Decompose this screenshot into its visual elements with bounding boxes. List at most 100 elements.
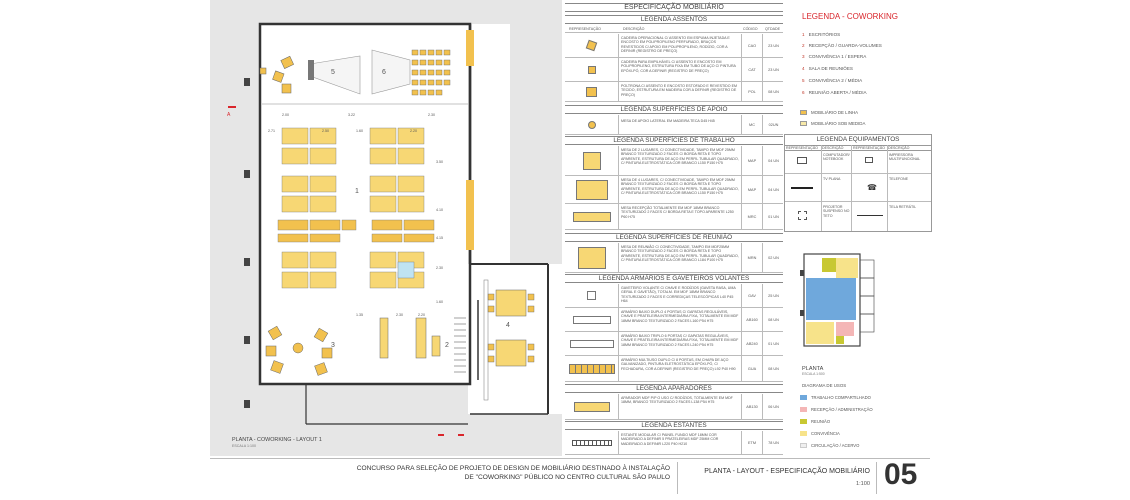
meeting-table-symbol: [577, 246, 606, 269]
armchair-symbol: [586, 86, 597, 97]
grey-area-top: [260, 0, 562, 24]
row-desc: ARMÁRIO BAIXO TRIPLO 6 PORTAS C/ GAPATAS…: [621, 334, 739, 347]
tv-icon: [791, 187, 813, 189]
dim-label: 2.20: [410, 129, 417, 133]
row-qty: 23 UN: [768, 67, 779, 72]
dim-label: 2.30: [436, 266, 443, 270]
header-rep: REPRESENTAÇÃO: [569, 27, 601, 31]
sheet-number: 05: [884, 458, 918, 491]
footer-rule: [210, 458, 930, 459]
header-code: CÓDIGO: [743, 27, 758, 31]
section-marker-label: A: [227, 112, 231, 118]
row-qty: 01 UN: [768, 341, 779, 346]
use-label: RECEPÇÃO / ADMINISTRAÇÃO: [811, 407, 873, 412]
floor-plan: [210, 0, 562, 456]
equip-item: TV PLANA: [823, 177, 841, 181]
locker-symbol: [568, 363, 615, 374]
reception-room-2: [379, 317, 441, 359]
rep-cell: [565, 58, 619, 81]
screen-5: [308, 60, 314, 80]
cabinet-symbol: [572, 315, 611, 324]
projector-icon: [798, 211, 807, 220]
row-code: AB130: [741, 394, 763, 419]
rep-cell: [565, 308, 619, 331]
row-desc: CADEIRA PARA EMPILHÁVEL C/ ASSENTO E ENC…: [621, 60, 736, 73]
section-title-reuniao: LEGENDA SUPERFÍCIES DE REUNIÃO: [565, 233, 783, 242]
row-code: CAO: [741, 34, 763, 57]
row-desc: MESA RECEPÇÃO TOTALMENTE EM MDF 18MM BRA…: [621, 206, 734, 219]
contest-line-1: CONCURSO PARA SELEÇÃO DE PROJETO DE DESI…: [356, 465, 670, 472]
use-label: REUNIÃO: [811, 419, 831, 424]
chair-symbol: [585, 39, 598, 52]
row-code: MC: [741, 115, 763, 134]
row-code: MRC: [741, 204, 763, 229]
rep-cell: [565, 146, 619, 175]
low-cabinets: [277, 219, 435, 243]
row-qty: 08 UN: [768, 366, 779, 371]
row-code: AB240: [741, 332, 763, 355]
dim-label: 2.30: [428, 113, 435, 117]
spec-row: MESA DE 4 LUGARES, C/ CONECTIVIDADE, TAM…: [565, 176, 783, 204]
dim-label: 3.22: [348, 113, 355, 117]
rep-cell: [565, 332, 619, 355]
row-code: MAP: [741, 176, 763, 203]
row-qty: 02UN: [768, 122, 779, 127]
section-title-armarios: LEGENDA ARMÁRIOS E GAVETEIROS VOLANTES: [565, 274, 783, 283]
row-qty: 06 UN: [768, 404, 779, 409]
room-number-1: 1: [355, 188, 359, 195]
row-code: MAP: [741, 146, 763, 175]
shelves: [454, 317, 466, 373]
spec-row: CADEIRA PARA EMPILHÁVEL C/ ASSENTO E ENC…: [565, 58, 783, 82]
footer-divider: [876, 462, 877, 494]
sideboard-symbol: [573, 401, 610, 412]
row-qty: 08 UN: [768, 89, 779, 94]
equip-title: LEGENDA EQUIPAMENTOS: [816, 136, 900, 143]
dim-label: 2.30: [396, 313, 403, 317]
row-code: ETM: [741, 431, 763, 454]
row-code: CAT: [741, 58, 763, 81]
row-qty: 78 UN: [768, 440, 779, 445]
computer-icon: [797, 157, 807, 164]
dim-label: 2.00: [282, 113, 289, 117]
section-title-aparadores: LEGENDA APARADORES: [565, 384, 783, 393]
keyplan-title: PLANTA: [802, 366, 824, 372]
swatch-custom-furniture: [800, 121, 807, 126]
row-desc: POLTRONA C/ ASSENTO E ENCOSTO ESTOFADO E…: [621, 84, 737, 97]
equip-header-desc2: DESCRIÇÃO: [888, 146, 910, 150]
row-code: GUA: [741, 356, 763, 381]
spec-row: POLTRONA C/ ASSENTO E ENCOSTO ESTOFADO E…: [565, 82, 783, 102]
equip-header-rep2: REPRESENTAÇÃO: [853, 146, 885, 150]
room-number-3: 3: [331, 342, 335, 349]
chair-symbol: [587, 65, 596, 74]
spec-row: ARMÁRIO BAIXO DUPLO 4 PORTAS C/ GAPATAS …: [565, 308, 783, 332]
room-number-6: 6: [382, 69, 386, 76]
printer-icon: [865, 157, 873, 163]
grey-area-left: [210, 0, 260, 456]
use-label: TRABALHO COMPARTILHADO: [811, 395, 871, 400]
row-desc: ARMÁRIO MULTIUSO DUPLO C/ 8 PORTAS, EM C…: [621, 358, 736, 371]
spec-row: MESA DE 2 LUGARES, C/ CONECTIVIDADE, TAM…: [565, 146, 783, 176]
furniture-spec-table: ESPECIFICAÇÃO MOBILIÁRIO LEGENDA ASSENTO…: [565, 0, 783, 456]
section-title-trabalho: LEGENDA SUPERFÍCIES DE TRABALHO: [565, 136, 783, 145]
spec-row: MESA DE APOIO LATERAL EM MADEIRA TECA D4…: [565, 115, 783, 135]
row-qty: 02 UN: [768, 255, 779, 260]
use-swatch-circulacao: [800, 443, 807, 448]
row-qty: 04 UN: [768, 187, 779, 192]
rep-cell: [565, 176, 619, 203]
row-desc: APARADOR MDF P/P O USO C/ RODÍZIOS, TOTA…: [621, 396, 733, 405]
room-number-5: 5: [331, 69, 335, 76]
dim-label: 2.20: [418, 313, 425, 317]
swatch-custom-label: MOBILIÁRIO SOB MEDIDA: [811, 121, 866, 126]
equip-item: COMPUTADOR/ NOTEBOOK: [823, 153, 850, 162]
phone-icon: ☎: [867, 183, 877, 192]
row-desc: MESA DE 2 LUGARES, C/ CONECTIVIDADE, TAM…: [621, 148, 739, 165]
dim-label: 1.60: [356, 129, 363, 133]
spec-header-row: REPRESENTAÇÃO DESCRIÇÃO CÓDIGO QTDADE: [565, 26, 783, 33]
meeting-room-4: [483, 279, 535, 401]
rep-cell: [565, 115, 619, 134]
row-code: POL: [741, 82, 763, 101]
footer-divider: [677, 462, 678, 494]
header-qty: QTDADE: [765, 27, 780, 31]
